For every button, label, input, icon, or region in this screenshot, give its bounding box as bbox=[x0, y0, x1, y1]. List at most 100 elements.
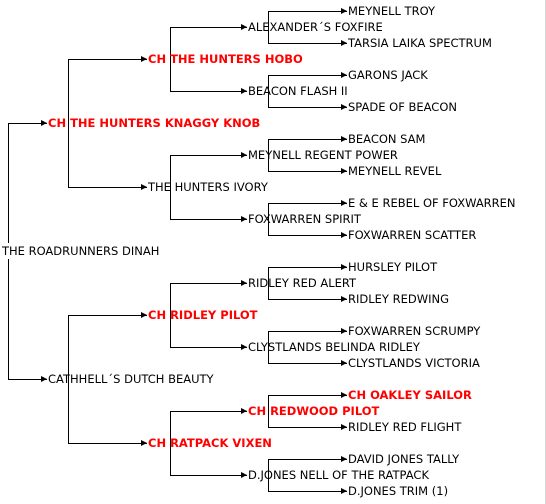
connector-h bbox=[268, 43, 347, 44]
dog-ch-the-hunters-knaggy-knob[interactable]: CH THE HUNTERS KNAGGY KNOB bbox=[48, 116, 261, 130]
arrow-right-icon bbox=[241, 344, 247, 350]
arrow-right-icon bbox=[341, 360, 347, 366]
connector-h bbox=[268, 139, 347, 140]
connector-h bbox=[170, 347, 247, 348]
arrow-right-icon bbox=[341, 40, 347, 46]
dog-foxwarren-spirit[interactable]: FOXWARREN SPIRIT bbox=[248, 212, 361, 226]
connector-h bbox=[268, 171, 347, 172]
connector-v bbox=[8, 123, 9, 243]
connector-h bbox=[8, 379, 47, 380]
arrow-right-icon bbox=[241, 88, 247, 94]
arrow-right-icon bbox=[141, 312, 147, 318]
arrow-right-icon bbox=[241, 216, 247, 222]
connector-h bbox=[268, 11, 347, 12]
dog-meynell-revel[interactable]: MEYNELL REVEL bbox=[348, 164, 442, 178]
dog-the-hunters-ivory[interactable]: THE HUNTERS IVORY bbox=[148, 180, 268, 194]
arrow-right-icon bbox=[241, 152, 247, 158]
arrow-right-icon bbox=[341, 8, 347, 14]
dog-cathhell-s-dutch-beauty[interactable]: CATHHELL´S DUTCH BEAUTY bbox=[48, 372, 214, 386]
dog-spade-of-beacon[interactable]: SPADE OF BEACON bbox=[348, 100, 457, 114]
connector-v bbox=[8, 259, 9, 380]
dog-d-jones-nell-of-the-ratpack[interactable]: D.JONES NELL OF THE RATPACK bbox=[248, 468, 429, 482]
connector-v bbox=[170, 283, 171, 348]
arrow-right-icon bbox=[341, 264, 347, 270]
dog-ch-oakley-sailor[interactable]: CH OAKLEY SAILOR bbox=[348, 388, 472, 402]
connector-v bbox=[170, 411, 171, 476]
arrow-right-icon bbox=[341, 488, 347, 494]
arrow-right-icon bbox=[341, 104, 347, 110]
dog-ridley-redwing[interactable]: RIDLEY REDWING bbox=[348, 292, 449, 306]
dog-ridley-red-alert[interactable]: RIDLEY RED ALERT bbox=[248, 276, 357, 290]
connector-h bbox=[268, 299, 347, 300]
arrow-right-icon bbox=[341, 72, 347, 78]
connector-v bbox=[268, 395, 269, 428]
connector-h bbox=[170, 27, 247, 28]
dog-ch-the-hunters-hobo[interactable]: CH THE HUNTERS HOBO bbox=[148, 52, 303, 66]
dog-clystlands-belinda-ridley[interactable]: CLYSTLANDS BELINDA RIDLEY bbox=[248, 340, 420, 354]
connector-h bbox=[8, 123, 47, 124]
connector-v bbox=[268, 139, 269, 172]
arrow-right-icon bbox=[341, 232, 347, 238]
connector-v bbox=[170, 155, 171, 220]
dog-beacon-sam[interactable]: BEACON SAM bbox=[348, 132, 426, 146]
connector-v bbox=[68, 315, 69, 444]
dog-tarsia-laika-spectrum[interactable]: TARSIA LAIKA SPECTRUM bbox=[348, 36, 492, 50]
connector-h bbox=[268, 267, 347, 268]
arrow-right-icon bbox=[341, 200, 347, 206]
connector-h bbox=[170, 283, 247, 284]
dog-garons-jack[interactable]: GARONS JACK bbox=[348, 68, 428, 82]
connector-h bbox=[68, 315, 147, 316]
connector-h bbox=[268, 331, 347, 332]
dog-foxwarren-scrumpy[interactable]: FOXWARREN SCRUMPY bbox=[348, 324, 481, 338]
connector-h bbox=[170, 155, 247, 156]
dog-beacon-flash-ii[interactable]: BEACON FLASH II bbox=[248, 84, 348, 98]
arrow-right-icon bbox=[141, 440, 147, 446]
dog-e-e-rebel-of-foxwarren[interactable]: E & E REBEL OF FOXWARREN bbox=[348, 196, 516, 210]
arrow-right-icon bbox=[241, 408, 247, 414]
connector-v bbox=[268, 459, 269, 492]
connector-v bbox=[68, 59, 69, 188]
connector-h bbox=[268, 491, 347, 492]
dog-clystlands-victoria[interactable]: CLYSTLANDS VICTORIA bbox=[348, 356, 480, 370]
connector-h bbox=[268, 395, 347, 396]
arrow-right-icon bbox=[141, 56, 147, 62]
arrow-right-icon bbox=[241, 24, 247, 30]
arrow-right-icon bbox=[141, 184, 147, 190]
arrow-right-icon bbox=[341, 168, 347, 174]
dog-foxwarren-scatter[interactable]: FOXWARREN SCATTER bbox=[348, 228, 477, 242]
connector-h bbox=[268, 107, 347, 108]
connector-h bbox=[68, 59, 147, 60]
dog-david-jones-tally[interactable]: DAVID JONES TALLY bbox=[348, 452, 460, 466]
connector-h bbox=[268, 427, 347, 428]
arrow-right-icon bbox=[341, 424, 347, 430]
connector-h bbox=[170, 91, 247, 92]
connector-h bbox=[68, 187, 147, 188]
connector-v bbox=[268, 267, 269, 300]
connector-v bbox=[268, 75, 269, 108]
dog-ridley-red-flight[interactable]: RIDLEY RED FLIGHT bbox=[348, 420, 462, 434]
arrow-right-icon bbox=[41, 376, 47, 382]
connector-h bbox=[268, 75, 347, 76]
dog-ch-ridley-pilot[interactable]: CH RIDLEY PILOT bbox=[148, 308, 258, 322]
dog-the-roadrunners-dinah[interactable]: THE ROADRUNNERS DINAH bbox=[2, 244, 160, 258]
dog-d-jones-trim-1[interactable]: D.JONES TRIM (1) bbox=[348, 484, 449, 498]
connector-v bbox=[170, 27, 171, 92]
arrow-right-icon bbox=[341, 296, 347, 302]
dog-meynell-regent-power[interactable]: MEYNELL REGENT POWER bbox=[248, 148, 398, 162]
connector-h bbox=[68, 443, 147, 444]
arrow-right-icon bbox=[241, 280, 247, 286]
connector-v bbox=[268, 203, 269, 236]
arrow-right-icon bbox=[241, 472, 247, 478]
dog-hursley-pilot[interactable]: HURSLEY PILOT bbox=[348, 260, 438, 274]
connector-v bbox=[268, 11, 269, 44]
connector-h bbox=[268, 203, 347, 204]
dog-ch-ratpack-vixen[interactable]: CH RATPACK VIXEN bbox=[148, 436, 272, 450]
arrow-right-icon bbox=[341, 328, 347, 334]
connector-h bbox=[268, 459, 347, 460]
arrow-right-icon bbox=[41, 120, 47, 126]
arrow-right-icon bbox=[341, 392, 347, 398]
dog-alexander-s-foxfire[interactable]: ALEXANDER´S FOXFIRE bbox=[248, 20, 383, 34]
dog-meynell-troy[interactable]: MEYNELL TROY bbox=[348, 4, 436, 18]
dog-ch-redwood-pilot[interactable]: CH REDWOOD PILOT bbox=[248, 404, 380, 418]
